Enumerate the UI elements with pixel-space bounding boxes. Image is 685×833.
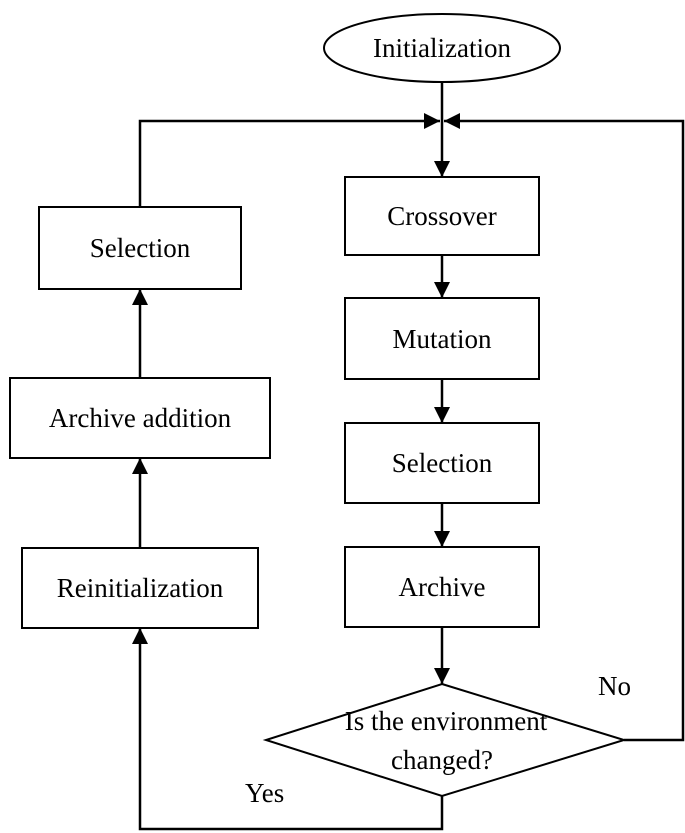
node-archive: Archive: [344, 546, 540, 628]
node-decision-line1: Is the environment: [345, 706, 548, 736]
node-decision-line2: changed?: [391, 745, 493, 775]
node-selection-left-label: Selection: [90, 233, 191, 263]
node-archive-addition-label: Archive addition: [49, 403, 232, 433]
node-initialization: Initialization: [323, 13, 561, 83]
node-mutation-label: Mutation: [393, 324, 492, 354]
node-mutation: Mutation: [344, 297, 540, 380]
edge-yes-branch: [132, 628, 444, 831]
node-initialization-label: Initialization: [373, 33, 511, 63]
node-selection-main-label: Selection: [392, 448, 493, 478]
node-archive-addition: Archive addition: [9, 377, 271, 459]
edge-label-yes: Yes: [245, 778, 284, 808]
edge-no-branch: [444, 113, 685, 742]
node-reinitialization-label: Reinitialization: [57, 573, 224, 603]
edge-selection-left-to-merge: [138, 113, 440, 207]
node-selection-main: Selection: [344, 422, 540, 504]
node-crossover: Crossover: [344, 176, 540, 256]
node-decision: Is the environment changed?: [262, 682, 628, 798]
node-reinitialization: Reinitialization: [21, 547, 259, 629]
node-crossover-label: Crossover: [387, 201, 497, 231]
node-selection-left: Selection: [38, 206, 242, 290]
node-archive-label: Archive: [399, 572, 486, 602]
edge-label-no: No: [598, 671, 631, 701]
